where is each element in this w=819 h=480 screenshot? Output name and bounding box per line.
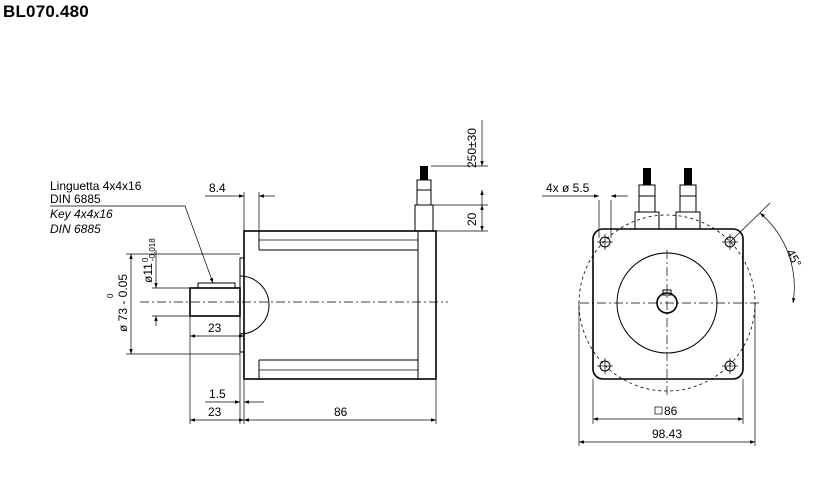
drawing-title: BL070.480 [3,2,89,21]
connector-left-base [634,211,660,230]
connector-right-gland [679,184,697,213]
front-connectors [634,168,701,230]
dim-pilot-dia: ø 73 - 0.05 [116,274,130,332]
square-symbol-icon [654,406,663,415]
mounting-holes [597,234,738,374]
front-view: 4x ø 5.5 45° 86 98.43 [542,168,804,446]
dim-shaft-tol-upper: 0 [141,257,150,262]
cable [420,166,428,180]
connector-right-base [675,211,701,230]
key-std-it: DIN 6885 [50,192,101,206]
dim-shaft-dia: ø11 [141,263,155,283]
cable-right [684,168,692,185]
key-leader [50,205,214,284]
dim-pilot-tol-upper: 0 [106,293,115,298]
connector-gland [416,179,432,206]
dim-cable-height: 20 [465,212,479,226]
dim-flange-offset: 8.4 [209,181,226,195]
dim-angle: 45° [783,247,804,270]
angle-arc [759,212,796,304]
dim-shaft-tol-lower: -0.018 [148,238,157,261]
connector-housing [414,204,434,232]
flange-square [592,228,744,380]
dim-square: 86 [664,404,678,418]
dim-holes: 4x ø 5.5 [546,181,590,195]
cable-left [643,168,651,185]
key-std-en: DIN 6885 [50,222,101,236]
key-label-it: Linguetta 4x4x16 [50,179,142,193]
dim-cable-length: 250±30 [465,128,479,168]
angle-ray [729,202,771,243]
connector-left-gland [638,184,656,213]
dim-body-length: 86 [334,405,348,419]
dim-pilot-depth: 1.5 [209,387,226,401]
motor-body-outline [243,230,437,380]
pilot-arc [239,275,270,335]
dim-shaft-length: 23 [208,405,222,419]
side-view: 250±30 20 8.4 Linguetta 4x4x16 DIN 6885 … [50,120,488,424]
shaft-key [197,282,236,289]
dim-bolt-circle: 98.43 [652,427,682,441]
key-label-en: Key 4x4x16 [50,207,113,221]
dim-key-length: 23 [208,321,222,335]
